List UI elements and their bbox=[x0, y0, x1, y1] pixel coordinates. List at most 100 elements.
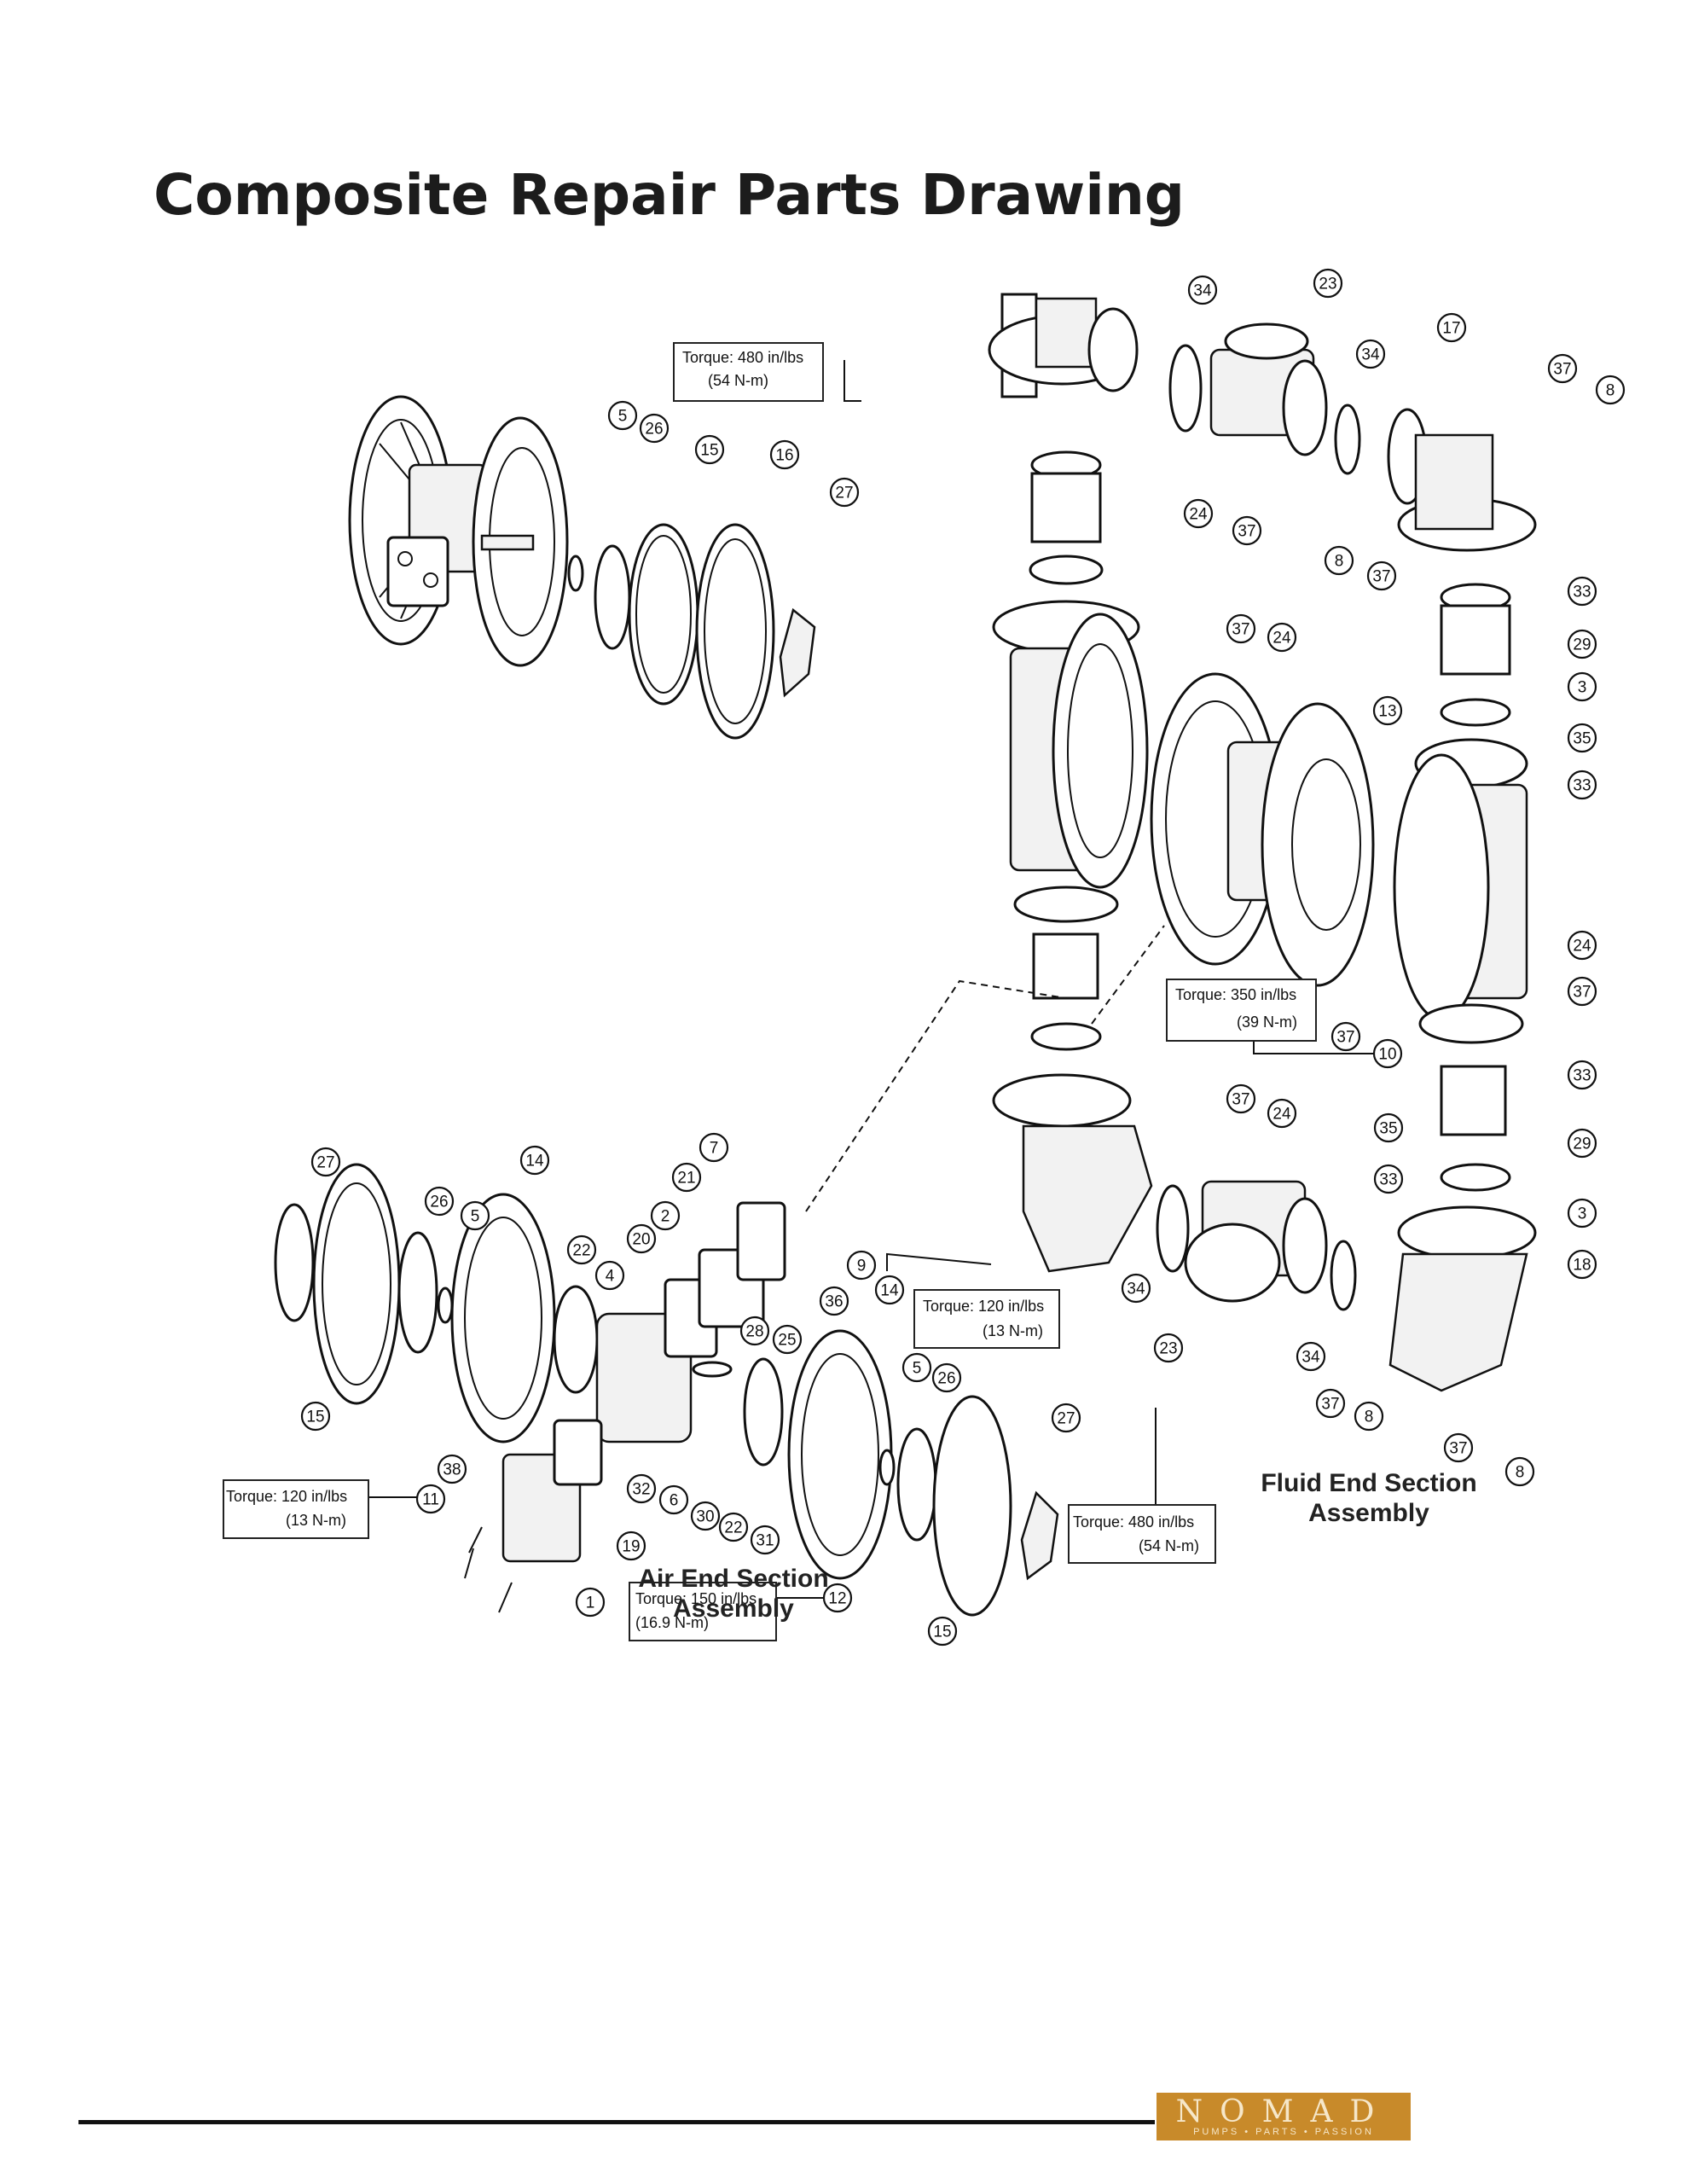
callout-number: 37 bbox=[1232, 1091, 1249, 1109]
callout-number: 15 bbox=[933, 1623, 951, 1641]
callout-37: 37 bbox=[1330, 1021, 1361, 1052]
torque-label-480-bottom: Torque: 480 in/lbs (54 N-m) bbox=[1068, 1504, 1216, 1564]
callout-27: 27 bbox=[310, 1147, 341, 1177]
callout-number: 27 bbox=[835, 485, 853, 502]
callout-number: 22 bbox=[724, 1519, 742, 1537]
callout-number: 32 bbox=[632, 1481, 650, 1499]
nomad-logo: NOMAD PUMPS • PARTS • PASSION bbox=[1157, 2093, 1411, 2140]
callout-number: 12 bbox=[828, 1590, 846, 1608]
callout-37: 37 bbox=[1226, 613, 1256, 644]
callout-24: 24 bbox=[1183, 498, 1214, 529]
callout-11: 11 bbox=[415, 1484, 446, 1514]
callout-31: 31 bbox=[750, 1525, 780, 1555]
callout-number: 20 bbox=[632, 1231, 650, 1249]
torque-350-line2: (39 N-m) bbox=[1237, 1014, 1297, 1031]
page-title: Composite Repair Parts Drawing bbox=[154, 162, 1186, 228]
callout-number: 27 bbox=[1057, 1410, 1075, 1428]
callout-12: 12 bbox=[822, 1583, 853, 1613]
callout-21: 21 bbox=[671, 1162, 702, 1193]
callout-number: 14 bbox=[880, 1282, 899, 1300]
callout-26: 26 bbox=[931, 1362, 962, 1393]
callout-number: 26 bbox=[937, 1370, 955, 1388]
torque-label-350: Torque: 350 in/lbs (39 N-m) bbox=[1166, 979, 1317, 1042]
torque-480-top-line2: (54 N-m) bbox=[708, 372, 768, 389]
callout-number: 23 bbox=[1159, 1340, 1177, 1358]
callout-number: 30 bbox=[696, 1508, 714, 1526]
callout-number: 24 bbox=[1573, 938, 1591, 956]
callout-37: 37 bbox=[1226, 1083, 1256, 1114]
callout-8: 8 bbox=[1354, 1401, 1384, 1432]
logo-word: NOMAD bbox=[1175, 2094, 1392, 2129]
air-end-label-line2: Assembly bbox=[673, 1594, 794, 1623]
torque-120-right-line2: (13 N-m) bbox=[983, 1322, 1043, 1339]
callout-25: 25 bbox=[772, 1324, 803, 1355]
callout-36: 36 bbox=[819, 1286, 849, 1316]
callout-number: 8 bbox=[1606, 382, 1615, 400]
torque-150-line2: (16.9 N-m) bbox=[635, 1614, 709, 1631]
callout-number: 15 bbox=[306, 1409, 324, 1426]
callout-34: 34 bbox=[1187, 275, 1218, 305]
callout-number: 29 bbox=[1573, 1136, 1591, 1153]
callout-34: 34 bbox=[1121, 1273, 1151, 1304]
callout-14: 14 bbox=[874, 1275, 905, 1305]
callout-number: 34 bbox=[1193, 282, 1212, 300]
callout-33: 33 bbox=[1567, 770, 1597, 800]
center-right-housing bbox=[1150, 672, 1375, 987]
callout-20: 20 bbox=[626, 1223, 657, 1254]
callout-37: 37 bbox=[1567, 976, 1597, 1007]
right-stack bbox=[1387, 408, 1537, 1392]
callout-17: 17 bbox=[1436, 312, 1467, 343]
callout-13: 13 bbox=[1372, 695, 1403, 726]
footer-rule bbox=[78, 2120, 1155, 2124]
torque-480-bottom-line1: Torque: 480 in/lbs bbox=[1073, 1513, 1194, 1531]
callout-number: 37 bbox=[1372, 568, 1390, 586]
upper-left-subassembly bbox=[348, 395, 816, 740]
callout-number: 34 bbox=[1361, 346, 1380, 364]
bottom-elbow bbox=[1156, 1180, 1357, 1311]
callout-26: 26 bbox=[424, 1186, 455, 1217]
callout-number: 5 bbox=[618, 408, 628, 426]
callout-32: 32 bbox=[626, 1473, 657, 1504]
callout-33: 33 bbox=[1567, 576, 1597, 607]
callout-34: 34 bbox=[1296, 1341, 1326, 1372]
callout-37: 37 bbox=[1443, 1432, 1474, 1463]
callout-number: 8 bbox=[1335, 553, 1344, 571]
callout-number: 15 bbox=[700, 442, 718, 460]
callout-number: 14 bbox=[525, 1153, 544, 1170]
callout-number: 5 bbox=[471, 1208, 480, 1226]
torque-480-top-line1: Torque: 480 in/lbs bbox=[682, 349, 803, 366]
callout-15: 15 bbox=[300, 1401, 331, 1432]
callout-29: 29 bbox=[1567, 1128, 1597, 1159]
callout-number: 37 bbox=[1321, 1396, 1339, 1414]
callout-24: 24 bbox=[1267, 1098, 1297, 1129]
callout-number: 24 bbox=[1189, 506, 1208, 524]
callout-8: 8 bbox=[1324, 545, 1354, 576]
callout-number: 38 bbox=[443, 1461, 461, 1479]
callout-number: 26 bbox=[645, 421, 663, 439]
callout-number: 3 bbox=[1578, 1205, 1587, 1223]
callout-3: 3 bbox=[1567, 671, 1597, 702]
callout-15: 15 bbox=[694, 434, 725, 465]
top-elbow bbox=[1168, 322, 1361, 475]
callout-24: 24 bbox=[1267, 622, 1297, 653]
torque-label-120-left: Torque: 120 in/lbs (13 N-m) bbox=[223, 1479, 369, 1539]
callout-number: 6 bbox=[670, 1492, 679, 1510]
callout-number: 8 bbox=[1365, 1409, 1374, 1426]
callout-38: 38 bbox=[437, 1454, 467, 1484]
callout-37: 37 bbox=[1232, 515, 1262, 546]
callout-number: 13 bbox=[1378, 703, 1396, 721]
torque-label-120-right: Torque: 120 in/lbs (13 N-m) bbox=[913, 1289, 1060, 1349]
callout-5: 5 bbox=[901, 1352, 932, 1383]
callout-number: 10 bbox=[1378, 1046, 1396, 1064]
callout-number: 26 bbox=[430, 1194, 448, 1211]
callout-number: 31 bbox=[756, 1532, 774, 1550]
callout-16: 16 bbox=[769, 439, 800, 470]
callout-30: 30 bbox=[690, 1501, 721, 1531]
callout-number: 37 bbox=[1238, 523, 1255, 541]
callout-number: 37 bbox=[1449, 1440, 1467, 1458]
callout-number: 33 bbox=[1379, 1171, 1397, 1189]
callout-5: 5 bbox=[460, 1200, 490, 1231]
callout-number: 25 bbox=[778, 1332, 796, 1350]
callout-number: 37 bbox=[1553, 361, 1571, 379]
